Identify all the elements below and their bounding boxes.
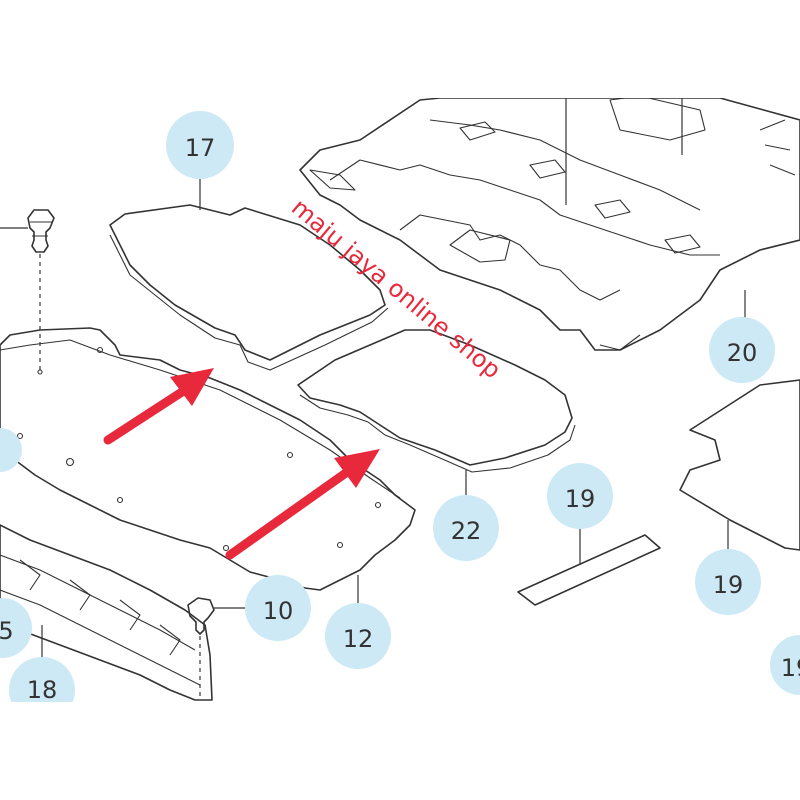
callout-19-strip-label: 19 xyxy=(565,485,596,513)
top-margin xyxy=(0,0,800,98)
callout-22-label: 22 xyxy=(451,517,482,545)
callout-19-mat: 19 xyxy=(695,549,761,615)
callout-17: 17 xyxy=(166,111,234,179)
callout-22: 22 xyxy=(433,495,499,561)
floor-mat-19 xyxy=(679,379,800,551)
callout-edge-left xyxy=(0,428,22,472)
strip-19 xyxy=(517,520,661,606)
panel-22 xyxy=(297,329,576,473)
callout-12-label: 12 xyxy=(343,625,374,653)
callout-10-label: 10 xyxy=(263,597,294,625)
callout-10: 10 xyxy=(245,575,311,641)
callout-20-label: 20 xyxy=(727,339,758,367)
callout-19-edge: 19 xyxy=(770,635,800,695)
watermark-text: maju jaya online shop xyxy=(286,193,506,384)
crossmember-18 xyxy=(0,524,213,701)
callout-12: 12 xyxy=(325,603,391,669)
panel-17 xyxy=(109,204,389,371)
bottom-margin xyxy=(0,702,800,800)
floor-frame xyxy=(299,95,800,351)
callout-17-label: 17 xyxy=(185,134,216,162)
red-arrow-upper xyxy=(103,368,214,445)
red-arrow-lower xyxy=(225,449,380,560)
clip-fastener-10 xyxy=(187,597,250,700)
callout-20: 20 xyxy=(709,317,775,383)
callout-18-label: 18 xyxy=(27,676,58,704)
callout-19-mat-label: 19 xyxy=(713,571,744,599)
callout-19-edge-label: 19 xyxy=(781,654,800,682)
callout-5-label: 5 xyxy=(0,617,14,645)
callout-5: 5 xyxy=(0,598,32,658)
clip-fastener-left xyxy=(0,209,55,375)
callout-19-strip: 19 xyxy=(547,463,613,529)
